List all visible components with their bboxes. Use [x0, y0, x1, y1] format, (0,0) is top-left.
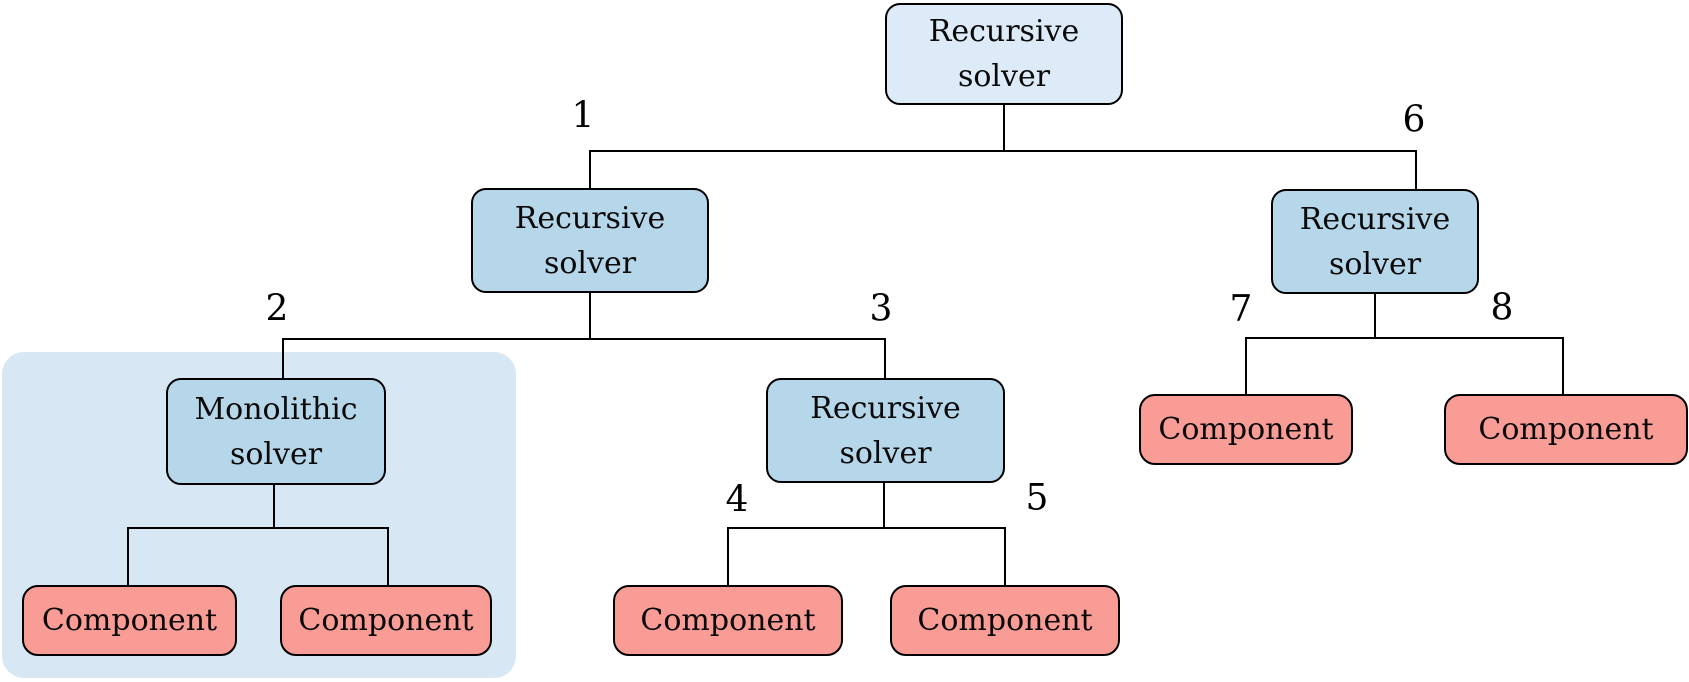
edge-right-bar	[1245, 337, 1564, 339]
edge-3-drop	[884, 338, 886, 379]
node-monolithic-solver: Monolithic solver	[166, 378, 386, 485]
edge-mid-bar	[727, 527, 1006, 529]
edge-leftsolver-stem	[589, 289, 591, 339]
edge-label-7: 7	[1229, 288, 1253, 330]
edge-2-drop	[282, 338, 284, 379]
node-component-right-1: Component	[1139, 394, 1353, 465]
edge-label-8: 8	[1490, 287, 1514, 329]
edge-level2-bar	[282, 338, 886, 340]
node-component-mid-1: Component	[613, 585, 843, 656]
node-component-left-2: Component	[280, 585, 492, 656]
edge-4-drop	[727, 527, 729, 586]
node-right-recursive-solver: Recursive solver	[1271, 189, 1479, 294]
edge-label-3: 3	[869, 288, 893, 330]
edge-monolithic-left-drop	[127, 527, 129, 586]
node-component-left-1: Component	[22, 585, 237, 656]
edge-label-4: 4	[725, 479, 749, 521]
node-middle-recursive-solver: Recursive solver	[766, 378, 1005, 483]
node-component-right-2: Component	[1444, 394, 1688, 465]
edge-monolithic-right-drop	[387, 527, 389, 586]
edge-label-1: 1	[571, 95, 595, 137]
edge-label-2: 2	[265, 288, 289, 330]
edge-level1-bar	[589, 150, 1417, 152]
node-component-mid-2: Component	[890, 585, 1120, 656]
edge-midsolver-stem	[883, 479, 885, 528]
node-left-recursive-solver: Recursive solver	[471, 188, 709, 293]
edge-5-drop	[1004, 527, 1006, 586]
edge-monolithic-bar	[127, 527, 389, 529]
node-root-recursive-solver: Recursive solver	[885, 3, 1123, 105]
edge-label-6: 6	[1402, 99, 1426, 141]
edge-label-5: 5	[1025, 477, 1049, 519]
edge-7-drop	[1245, 337, 1247, 395]
edge-rightsolver-stem	[1374, 290, 1376, 338]
edge-monolithic-stem	[273, 481, 275, 528]
edge-8-drop	[1562, 337, 1564, 395]
edge-root-stem	[1003, 101, 1005, 151]
edge-1-drop	[589, 150, 591, 190]
edge-6-drop	[1415, 150, 1417, 191]
